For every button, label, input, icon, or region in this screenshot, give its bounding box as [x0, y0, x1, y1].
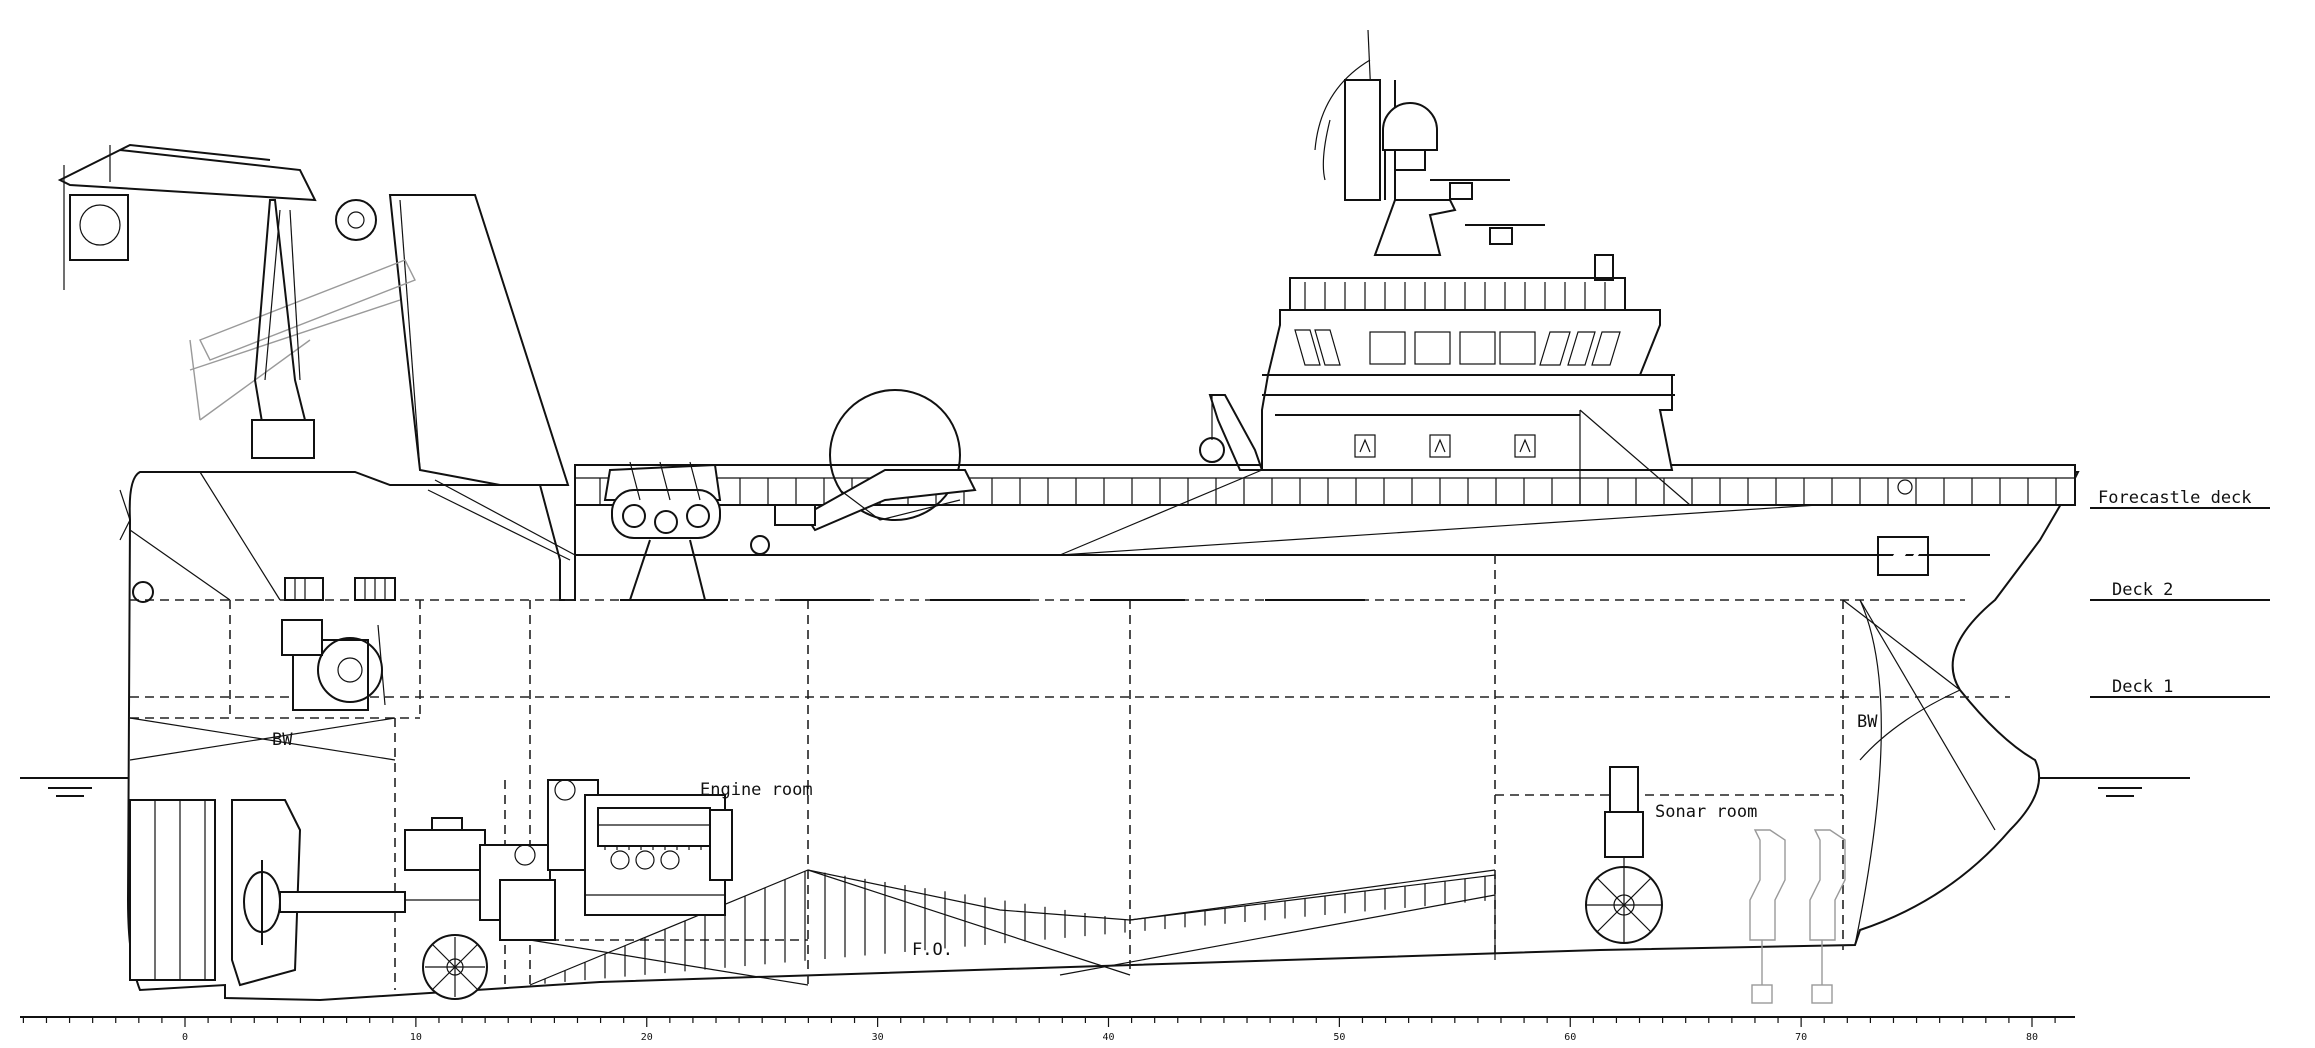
frame-scale-ticks — [22, 1017, 2056, 1027]
stern-thruster — [422, 934, 488, 1000]
scale-label: 70 — [1795, 1032, 1807, 1043]
main-engine — [547, 779, 733, 916]
company-logo — [1877, 536, 1929, 576]
label-ballast-water-aft: BW — [272, 730, 293, 750]
label-ballast-water-fwd: BW — [1857, 712, 1878, 732]
stern-gantry — [189, 194, 576, 561]
label-sonar-room: Sonar room — [1655, 802, 1757, 822]
frame-scale-labels: 0 10 20 30 40 50 60 70 80 — [182, 1032, 2038, 1043]
aft-deck-equipment — [119, 489, 396, 711]
door-markers — [1354, 434, 1536, 458]
label-fuel-oil: F.O. — [912, 940, 953, 960]
hull-outline — [126, 471, 2080, 1002]
net-drum — [603, 461, 722, 601]
scale-label: 0 — [182, 1032, 188, 1043]
fuel-oil-hatch-lines — [544, 871, 1486, 984]
deck-crane — [57, 143, 317, 459]
label-deck-2: Deck 2 — [2112, 580, 2173, 600]
fuel-oil-tank — [529, 869, 1496, 986]
satellite-dome — [1382, 102, 1438, 171]
radar-antenna — [1430, 179, 1545, 245]
label-engine-room: Engine room — [700, 780, 813, 800]
hull — [126, 471, 2080, 1002]
label-deck-1: Deck 1 — [2112, 677, 2173, 697]
bulwark-rail — [574, 464, 2076, 506]
retractable-thrusters — [1749, 829, 1846, 1004]
scale-label: 30 — [872, 1032, 884, 1043]
propulsion — [129, 779, 733, 1000]
scale-label: 50 — [1333, 1032, 1345, 1043]
scale-label: 10 — [410, 1032, 422, 1043]
trawl-winch — [281, 619, 386, 711]
compartment-labels: Engine room Sonar room F.O. BW BW — [272, 712, 1878, 960]
superstructure — [1059, 254, 1691, 556]
scale-label: 20 — [641, 1032, 653, 1043]
scale-label: 60 — [1564, 1032, 1576, 1043]
bow-thruster — [1585, 866, 1663, 944]
sonar-equipment — [1585, 766, 1663, 944]
deck-level-callouts: Forecastle deck Deck 2 Deck 1 — [2090, 488, 2270, 698]
mast — [1314, 29, 1545, 256]
label-forecastle-deck: Forecastle deck — [2098, 488, 2252, 508]
scale-label: 40 — [1102, 1032, 1114, 1043]
provision-crane — [1199, 394, 1264, 471]
waterline-symbol-fwd — [2098, 787, 2142, 797]
frame-scale: 0 10 20 30 40 50 60 70 80 — [20, 1016, 2075, 1043]
waterline-symbol-aft — [48, 787, 92, 797]
scale-label: 80 — [2026, 1032, 2038, 1043]
bridge-windows — [1294, 329, 1621, 366]
rescue-boat-davit — [750, 389, 977, 555]
